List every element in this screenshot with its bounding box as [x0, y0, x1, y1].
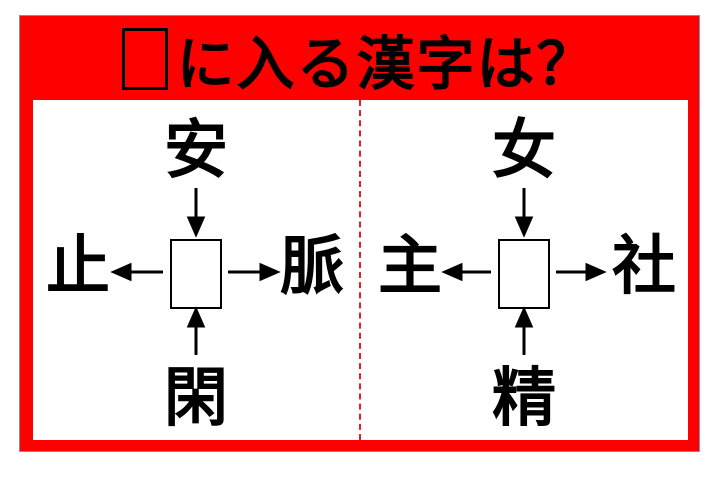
- kanji-top: 安: [164, 114, 228, 188]
- blank-square-icon: [122, 27, 169, 90]
- arrow-up-icon: [514, 306, 534, 328]
- puzzle-area: 安 止 脈 閑 女 主 社 精: [33, 100, 688, 440]
- arrows: [110, 188, 281, 355]
- arrow-down-icon: [186, 216, 206, 238]
- arrow-right-icon: [585, 262, 607, 282]
- kanji-bottom: 閑: [164, 362, 228, 436]
- arrow-left-icon: [441, 262, 463, 282]
- arrow-down-icon: [514, 216, 534, 238]
- kanji-right: 脈: [280, 230, 344, 304]
- puzzle-right: 女 主 社 精: [361, 100, 688, 440]
- kanji-right: 社: [612, 230, 676, 304]
- dashed-divider: [359, 100, 361, 440]
- arrows: [441, 188, 607, 355]
- kanji-top: 女: [492, 114, 556, 188]
- puzzle-left: 安 止 脈 閑: [33, 100, 360, 440]
- kanji-left: 止: [46, 230, 110, 304]
- kanji-bottom: 精: [492, 362, 556, 436]
- arrow-right-icon: [259, 262, 281, 282]
- arrow-left-icon: [110, 262, 132, 282]
- arrow-up-icon: [186, 306, 206, 328]
- kanji-left: 主: [378, 230, 442, 304]
- title-text: に入る漢字は？: [176, 29, 597, 98]
- quiz-title: に入る漢字は？: [20, 16, 699, 101]
